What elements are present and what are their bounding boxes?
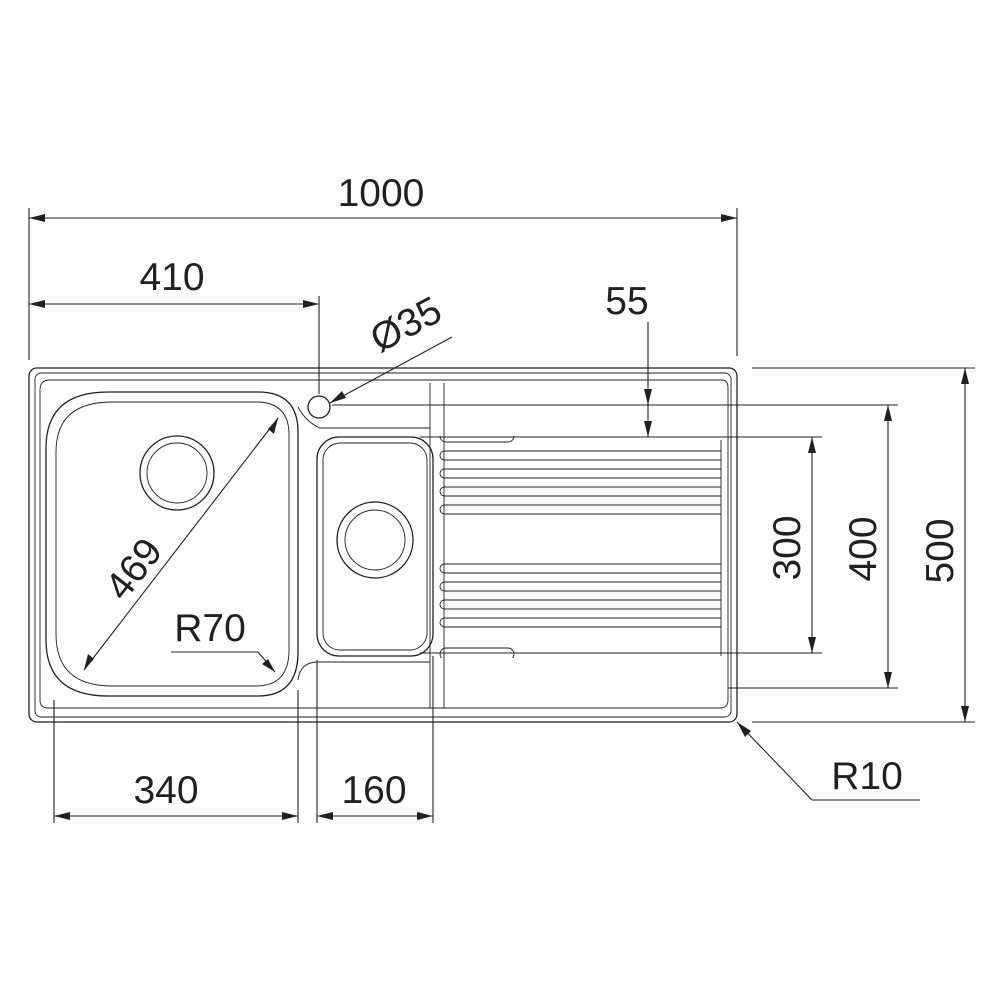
tap-hole bbox=[307, 395, 331, 419]
dim-340 bbox=[54, 812, 298, 820]
tap-deck-line bbox=[297, 406, 430, 429]
dim-tap-hole-leader bbox=[329, 336, 453, 404]
sink-outline bbox=[28, 367, 738, 723]
drainer-separator bbox=[297, 383, 445, 708]
label-tap-hole: Ø35 bbox=[363, 289, 448, 362]
label-bowl-diagonal: 469 bbox=[97, 530, 171, 608]
dim-469 bbox=[83, 417, 279, 671]
label-overall-depth: 500 bbox=[919, 518, 962, 583]
label-bowl-radius: R70 bbox=[174, 607, 246, 650]
extension-lines bbox=[28, 208, 975, 823]
main-bowl bbox=[45, 391, 299, 697]
dim-500 bbox=[961, 368, 969, 722]
dim-400 bbox=[884, 405, 892, 688]
dim-1000 bbox=[29, 214, 737, 222]
drainer-grooves bbox=[439, 436, 722, 658]
label-bowl-height: 400 bbox=[842, 516, 885, 581]
dim-r10 bbox=[736, 721, 920, 801]
label-drainer-height: 300 bbox=[766, 515, 809, 580]
small-bowl-drain bbox=[336, 501, 414, 579]
main-bowl-drain bbox=[139, 435, 215, 511]
dim-160 bbox=[317, 812, 433, 820]
label-bowl-offset: 410 bbox=[139, 256, 204, 299]
label-corner-radius: R10 bbox=[831, 755, 903, 798]
dim-300 bbox=[808, 437, 816, 653]
dim-55 bbox=[644, 322, 652, 437]
dim-410 bbox=[29, 300, 319, 308]
label-main-bowl-width: 340 bbox=[133, 769, 198, 812]
small-bowl bbox=[316, 436, 434, 657]
label-small-bowl-width: 160 bbox=[341, 769, 406, 812]
label-overall-width: 1000 bbox=[338, 172, 425, 215]
label-drainer-offset: 55 bbox=[605, 280, 648, 323]
dim-r70 bbox=[171, 651, 276, 673]
